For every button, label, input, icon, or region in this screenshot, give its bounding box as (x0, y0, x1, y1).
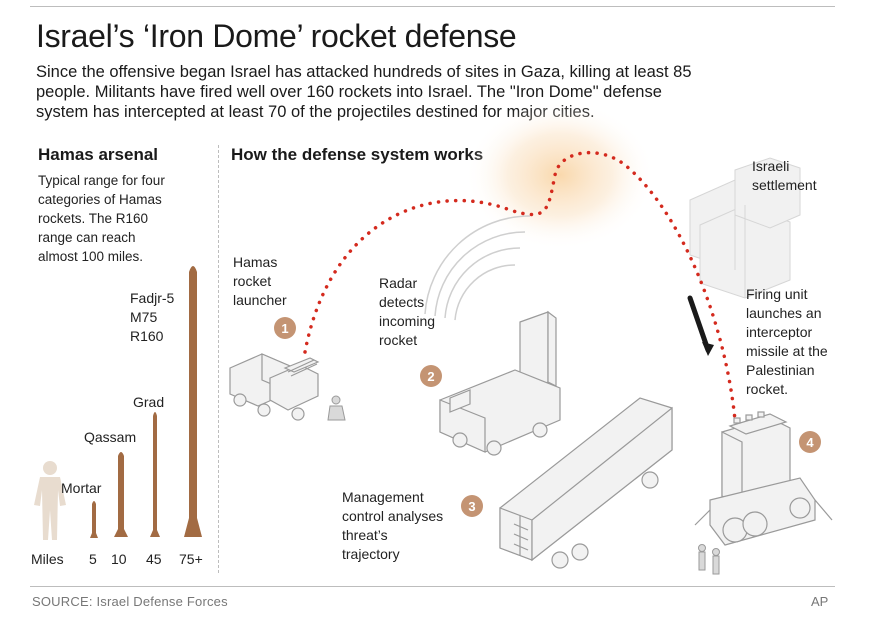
settlement-label: Israeli settlement (752, 157, 817, 195)
rocket-label-line: R160 (130, 328, 164, 344)
interceptor-missile (687, 295, 714, 356)
step-number: 2 (427, 369, 434, 384)
rocket-label-qassam: Qassam (84, 429, 137, 445)
step-4-label: Firing unit launches an interceptor miss… (746, 285, 828, 399)
settlement-label-line: Israeli (752, 158, 790, 174)
miles-axis-label: Miles (31, 551, 64, 567)
arsenal-description-line: rockets. The R160 (38, 211, 149, 226)
arsenal-description: Typical range for four categories of Ham… (38, 171, 165, 266)
agency-credit: AP (811, 594, 829, 609)
step-number: 1 (281, 321, 288, 336)
intro-text: Since the offensive began Israel has att… (36, 62, 836, 122)
step-number: 4 (806, 435, 814, 450)
step-label-line: Firing unit (746, 286, 808, 302)
arsenal-description-line: Typical range for four (38, 173, 165, 188)
step-badge-2: 2 (420, 365, 442, 387)
rocket-grad (150, 412, 160, 537)
arsenal-description-line: categories of Hamas (38, 192, 162, 207)
step-label-line: Hamas (233, 254, 278, 270)
settlement-buildings (689, 157, 801, 299)
radar-truck (439, 310, 561, 456)
source-credit: SOURCE: Israel Defense Forces (32, 594, 228, 609)
step-1-label: Hamas rocket launcher (233, 253, 287, 310)
intro-line: Since the offensive began Israel has att… (36, 63, 692, 81)
intro-line: system has intercepted at least 70 of th… (36, 103, 595, 121)
step-label-line: rocket (379, 332, 418, 348)
rocket-label-line: Fadjr-5 (130, 290, 175, 306)
top-rule (30, 6, 835, 7)
step-2-label: Radar detects incoming rocket (379, 274, 435, 350)
standing-figures (698, 544, 720, 575)
firing-unit (694, 411, 833, 546)
rocket-label-fadjr: Fadjr-5 M75 R160 (130, 289, 174, 346)
rocket-qassam (114, 452, 128, 537)
radar-waves (424, 215, 531, 321)
control-trailer (499, 397, 673, 569)
step-label-line: launcher (233, 292, 287, 308)
step-label-line: launches an (746, 305, 822, 321)
rocket-mortar (90, 501, 98, 538)
sky-glow (465, 100, 655, 250)
rocket-label-grad: Grad (133, 394, 165, 410)
page-title: Israel’s ‘Iron Dome’ rocket defense (36, 18, 517, 54)
arsenal-description-line: range can reach (38, 230, 136, 245)
step-badge-4: 4 (799, 431, 821, 453)
step-label-line: missile at the (746, 343, 828, 359)
step-label-line: Palestinian (746, 362, 815, 378)
step-number: 3 (468, 499, 475, 514)
step-label-line: Management (342, 489, 424, 505)
step-label-line: Radar (379, 275, 418, 291)
step-label-line: interceptor (746, 324, 813, 340)
step-label-line: detects (379, 294, 425, 310)
range-value: 75+ (179, 551, 203, 567)
step-label-line: trajectory (342, 546, 400, 562)
defense-heading: How the defense system works (231, 145, 484, 164)
arsenal-description-line: almost 100 miles. (38, 249, 144, 264)
crouching-figure (327, 395, 346, 421)
section-divider (218, 145, 219, 573)
bottom-rule (30, 586, 835, 587)
step-label-line: rocket. (746, 381, 789, 397)
step-badge-1: 1 (274, 317, 296, 339)
arsenal-heading: Hamas arsenal (38, 145, 159, 164)
step-label-line: rocket (233, 273, 272, 289)
step-label-line: incoming (379, 313, 436, 329)
rocket-label-mortar: Mortar (61, 480, 102, 496)
rocket-trajectory (303, 150, 737, 422)
person-silhouette (34, 461, 66, 540)
intro-line: people. Militants have fired well over 1… (36, 83, 662, 101)
settlement-label-line: settlement (752, 177, 817, 193)
step-badge-3: 3 (461, 495, 483, 517)
range-value: 45 (146, 551, 162, 567)
step-label-line: control analyses (342, 508, 444, 524)
range-value: 5 (89, 551, 97, 567)
range-value: 10 (111, 551, 127, 567)
rocket-fadjr (184, 266, 202, 537)
rocket-launcher-truck (229, 353, 320, 421)
step-label-line: threat’s (342, 527, 388, 543)
rocket-label-line: M75 (130, 309, 158, 325)
step-3-label: Management control analyses threat’s tra… (342, 488, 443, 564)
